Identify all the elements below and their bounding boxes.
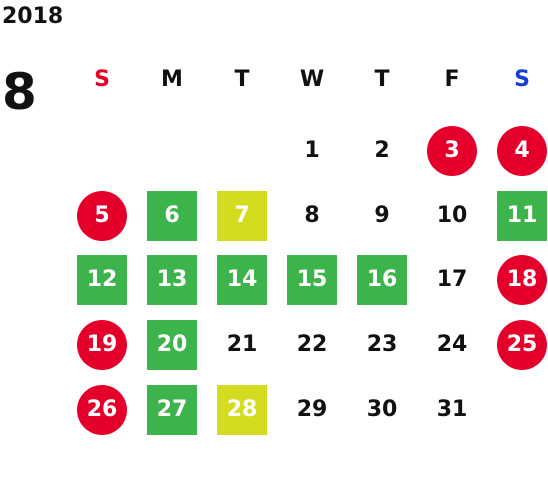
day-cell[interactable]: 21	[226, 332, 258, 357]
day-cell[interactable]: 29	[296, 397, 328, 422]
weekday-sun: S	[94, 67, 110, 92]
day-cell[interactable]: 30	[366, 397, 398, 422]
day-cell[interactable]: 15	[287, 255, 337, 305]
day-cell[interactable]: 20	[147, 320, 197, 370]
day-cell[interactable]: 22	[296, 332, 328, 357]
day-cell[interactable]: 17	[436, 267, 468, 292]
month-label: 8	[2, 63, 37, 121]
day-cell[interactable]: 18	[497, 255, 547, 305]
day-cell[interactable]: 24	[436, 332, 468, 357]
day-cell[interactable]: 31	[436, 397, 468, 422]
day-cell[interactable]: 9	[374, 203, 390, 228]
day-cell[interactable]: 28	[217, 385, 267, 435]
weekday-fri: F	[444, 67, 460, 92]
day-cell[interactable]: 4	[497, 126, 547, 176]
weekday-thu: T	[374, 67, 390, 92]
day-cell[interactable]: 23	[366, 332, 398, 357]
weekday-sat: S	[514, 67, 530, 92]
year-label: 2018	[2, 4, 64, 29]
day-cell[interactable]: 12	[77, 255, 127, 305]
day-cell[interactable]: 7	[217, 191, 267, 241]
day-cell[interactable]: 26	[77, 385, 127, 435]
day-cell[interactable]: 16	[357, 255, 407, 305]
weekday-mon: M	[161, 67, 183, 92]
day-cell[interactable]: 6	[147, 191, 197, 241]
day-cell[interactable]: 25	[497, 320, 547, 370]
day-cell[interactable]: 8	[304, 203, 320, 228]
day-cell[interactable]: 1	[304, 138, 320, 163]
day-cell[interactable]: 2	[374, 138, 390, 163]
day-cell[interactable]: 5	[77, 191, 127, 241]
weekday-tue: T	[234, 67, 250, 92]
day-cell[interactable]: 14	[217, 255, 267, 305]
day-cell[interactable]: 19	[77, 320, 127, 370]
day-cell[interactable]: 13	[147, 255, 197, 305]
weekday-wed: W	[299, 67, 325, 92]
day-cell[interactable]: 27	[147, 385, 197, 435]
day-cell[interactable]: 10	[436, 203, 468, 228]
day-cell[interactable]: 11	[497, 191, 547, 241]
day-cell[interactable]: 3	[427, 126, 477, 176]
